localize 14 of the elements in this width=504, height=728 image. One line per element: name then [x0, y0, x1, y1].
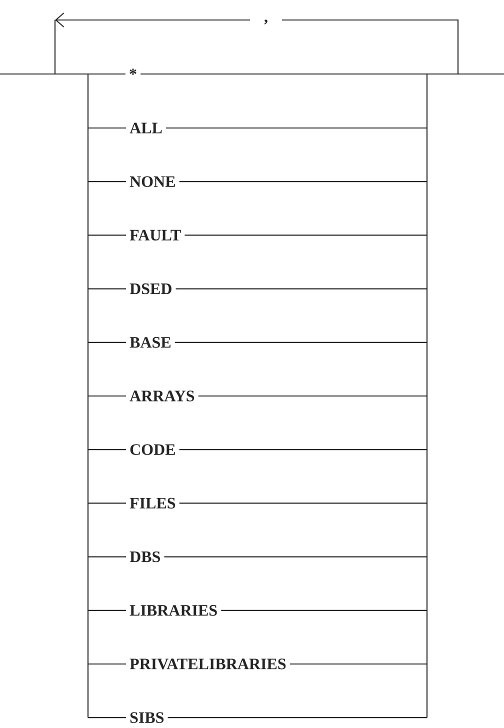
keyword: CODE — [130, 444, 175, 455]
keyword: ARRAYS — [130, 390, 194, 402]
keyword: DSED — [130, 283, 172, 294]
keyword: FILES — [130, 498, 176, 509]
keyword: ALL — [130, 122, 162, 134]
keyword: NONE — [130, 176, 175, 187]
separator: , — [264, 20, 268, 24]
keyword: DBS — [130, 551, 160, 562]
keyword: SIBS — [130, 712, 164, 723]
keyword: BASE — [130, 337, 171, 348]
keyword: FAULT — [130, 230, 181, 241]
keyword: LIBRARIES — [130, 605, 217, 616]
keyword: PRIVATELIBRARIES — [130, 658, 286, 670]
keyword: * — [130, 68, 136, 75]
